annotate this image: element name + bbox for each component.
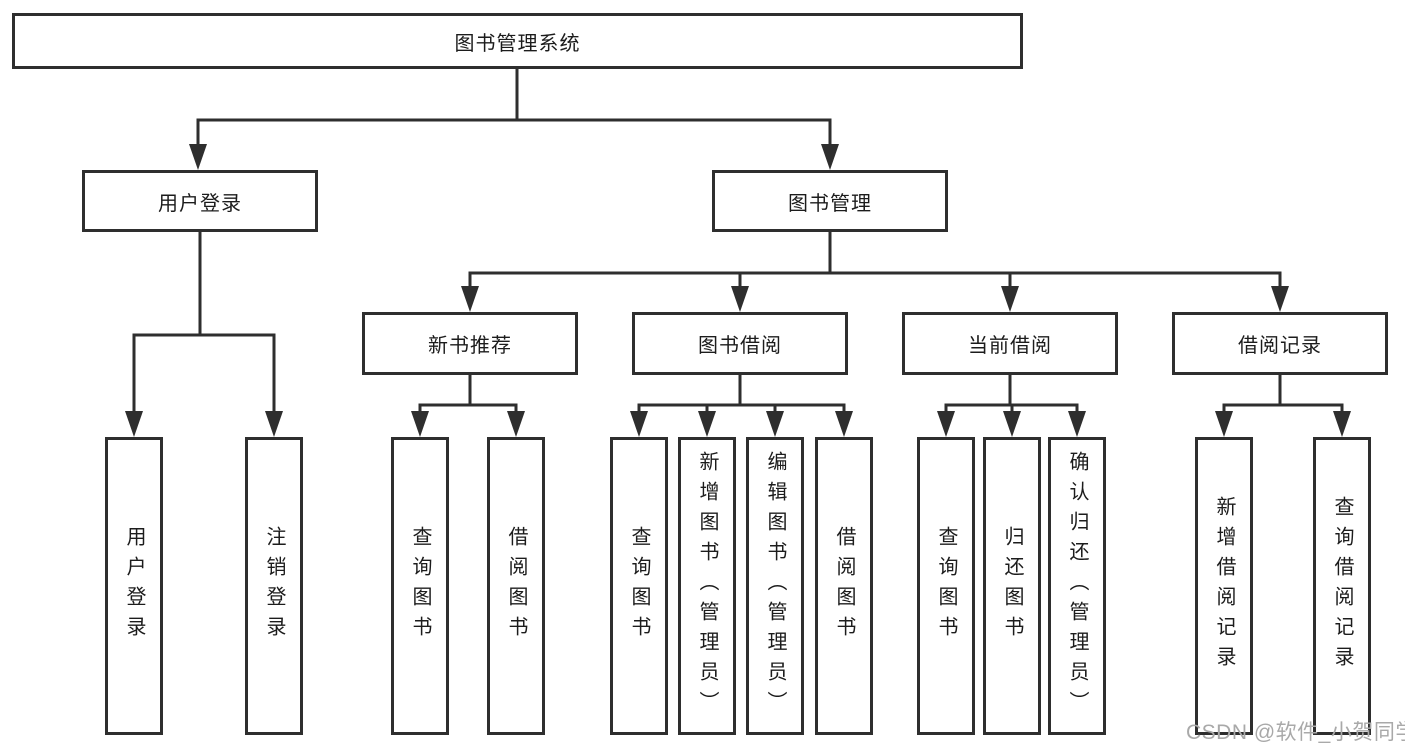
leaf-current-query-books: 查询图书 <box>917 437 975 735</box>
leaf-return-books: 归还图书 <box>983 437 1041 735</box>
arrowhead <box>698 411 716 437</box>
node-new-book-recommend: 新书推荐 <box>362 312 578 375</box>
leaf-label: 归还图书 <box>1001 526 1023 646</box>
leaf-user-login: 用户登录 <box>105 437 163 735</box>
arrowhead <box>937 411 955 437</box>
leaf-label: 新增借阅记录 <box>1213 496 1235 676</box>
connector-recommend-to-leaves <box>411 375 525 437</box>
watermark: CSDN @软件_小贺同学 <box>1186 721 1405 744</box>
arrowhead <box>507 411 525 437</box>
leaf-label: 用户登录 <box>123 526 145 646</box>
leaf-label: 查询图书 <box>935 526 957 646</box>
node-label: 当前借阅 <box>968 335 1052 357</box>
arrowhead <box>1215 411 1233 437</box>
connector-borrow-to-leaves <box>630 375 853 437</box>
arrowhead <box>630 411 648 437</box>
leaf-confirm-return-admin: 确认归还（管理员） <box>1048 437 1106 735</box>
leaf-borrow-query-books: 查询图书 <box>610 437 668 735</box>
arrowhead <box>265 411 283 437</box>
connector-root-to-level2 <box>189 69 839 170</box>
leaf-recommend-query-books: 查询图书 <box>391 437 449 735</box>
arrowhead <box>1001 286 1019 312</box>
leaf-add-books-admin: 新增图书（管理员） <box>678 437 736 735</box>
leaf-label: 查询借阅记录 <box>1331 496 1353 676</box>
leaf-label: 借阅图书 <box>505 526 527 646</box>
connector-login-to-leaves <box>125 232 283 437</box>
node-book-management: 图书管理 <box>712 170 948 232</box>
arrowhead <box>731 286 749 312</box>
node-current-borrowing: 当前借阅 <box>902 312 1118 375</box>
leaf-logout: 注销登录 <box>245 437 303 735</box>
arrowhead <box>461 286 479 312</box>
arrowhead <box>125 411 143 437</box>
leaf-borrow-borrow-books: 借阅图书 <box>815 437 873 735</box>
node-root: 图书管理系统 <box>12 13 1023 69</box>
leaf-label: 查询图书 <box>409 526 431 646</box>
arrowhead <box>835 411 853 437</box>
arrowhead <box>766 411 784 437</box>
node-label: 图书借阅 <box>698 335 782 357</box>
connector-current-to-leaves <box>937 375 1086 437</box>
arrowhead <box>821 144 839 170</box>
node-label: 借阅记录 <box>1238 335 1322 357</box>
node-borrowing-records: 借阅记录 <box>1172 312 1388 375</box>
leaf-label: 查询图书 <box>628 526 650 646</box>
leaf-query-borrow-record: 查询借阅记录 <box>1313 437 1371 735</box>
node-book-borrowing: 图书借阅 <box>632 312 848 375</box>
connector-management-to-level3 <box>461 232 1289 312</box>
leaf-label: 新增图书（管理员） <box>696 451 718 721</box>
node-label: 用户登录 <box>158 192 242 215</box>
leaf-edit-books-admin: 编辑图书（管理员） <box>746 437 804 735</box>
arrowhead <box>1333 411 1351 437</box>
arrowhead <box>1003 411 1021 437</box>
leaf-recommend-borrow-books: 借阅图书 <box>487 437 545 735</box>
node-user-login: 用户登录 <box>82 170 318 232</box>
node-label: 新书推荐 <box>428 335 512 357</box>
leaf-label: 确认归还（管理员） <box>1066 451 1088 721</box>
node-root-label: 图书管理系统 <box>454 32 581 55</box>
arrowhead <box>411 411 429 437</box>
node-label: 图书管理 <box>788 192 872 215</box>
arrowhead <box>189 144 207 170</box>
leaf-label: 编辑图书（管理员） <box>764 451 786 721</box>
leaf-add-borrow-record: 新增借阅记录 <box>1195 437 1253 735</box>
arrowhead <box>1271 286 1289 312</box>
arrowhead <box>1068 411 1086 437</box>
leaf-label: 注销登录 <box>263 526 285 646</box>
leaf-label: 借阅图书 <box>833 526 855 646</box>
connector-records-to-leaves <box>1215 375 1351 437</box>
